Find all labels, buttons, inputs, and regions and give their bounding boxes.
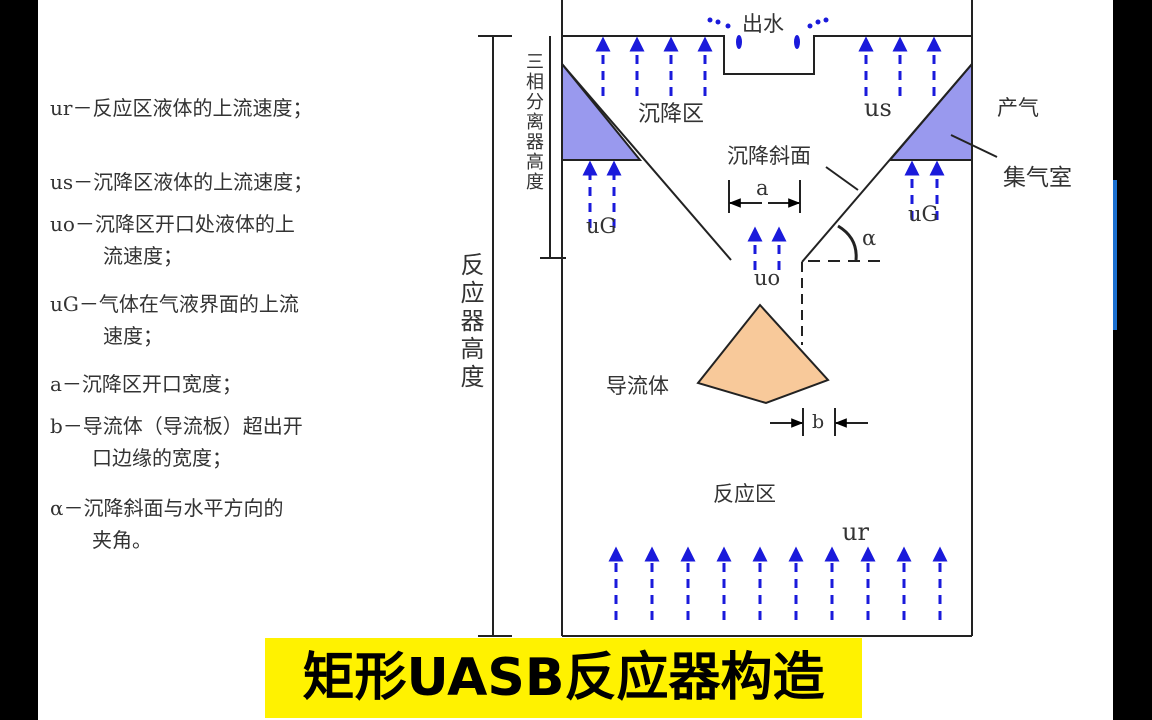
- legend-line: b－导流体（导流板）超出开: [50, 414, 303, 438]
- slope-leader-line: [825, 166, 859, 191]
- label-outlet: 出水: [742, 12, 784, 36]
- label-b: b: [812, 411, 825, 433]
- alpha-arc: [837, 224, 858, 261]
- legend-ur: ur－反应区液体的上流速度；: [50, 92, 313, 166]
- label-us: us: [864, 94, 892, 122]
- legend-ug: uG－气体在气液界面的上流速度；: [50, 288, 313, 368]
- legend-line: 口边缘的宽度；: [92, 446, 232, 470]
- label-separator-height: 三相分离器高度: [523, 52, 544, 192]
- legend-line: 夹角。: [92, 528, 152, 552]
- label-ug-left: uG: [586, 214, 617, 238]
- legend-line: us－沉降区液体的上流速度；: [50, 170, 314, 194]
- deflector: [696, 303, 830, 405]
- legend-line: uo－沉降区开口处液体的上: [50, 212, 295, 236]
- left-black-border: [0, 0, 38, 720]
- legend-a: a－沉降区开口宽度；: [50, 368, 313, 410]
- label-ug-right: uG: [908, 202, 939, 226]
- video-caption: 矩形UASB反应器构造: [265, 638, 862, 718]
- legend-line: 速度；: [103, 324, 163, 348]
- water-surface-weir: [562, 35, 972, 75]
- legend-alpha: α－沉降斜面与水平方向的夹角。: [50, 492, 313, 556]
- label-deflector: 导流体: [606, 374, 669, 398]
- legend-line: α－沉降斜面与水平方向的: [50, 496, 284, 520]
- legend-uo: uo－沉降区开口处液体的上流速度；: [50, 208, 313, 288]
- label-uo: uo: [754, 266, 781, 290]
- label-gas-production: 产气: [997, 96, 1039, 120]
- label-alpha: α: [862, 226, 877, 250]
- legend-line: uG－气体在气液界面的上流: [50, 292, 299, 316]
- settling-slope-right: [801, 63, 973, 263]
- legend-b: b－导流体（导流板）超出开口边缘的宽度；: [50, 410, 313, 492]
- label-settling-zone: 沉降区: [638, 102, 705, 127]
- legend-line: 流速度；: [103, 244, 183, 268]
- label-ur: ur: [842, 518, 869, 546]
- label-reaction-zone: 反应区: [713, 482, 776, 506]
- label-settling-slope: 沉降斜面: [727, 144, 811, 168]
- legend-line: ur－反应区液体的上流速度；: [50, 96, 313, 120]
- chamber-leader-line: [950, 134, 998, 158]
- right-black-border: [1113, 0, 1152, 720]
- settling-slope-left: [561, 63, 732, 261]
- legend: ur－反应区液体的上流速度； us－沉降区液体的上流速度； uo－沉降区开口处液…: [50, 92, 313, 556]
- label-gas-chamber: 集气室: [1003, 165, 1072, 191]
- outlet-drops: [707, 17, 829, 49]
- label-reactor-height: 反应器高度: [456, 252, 484, 392]
- label-a: a: [756, 176, 769, 200]
- legend-us: us－沉降区液体的上流速度；: [50, 166, 313, 208]
- legend-line: a－沉降区开口宽度；: [50, 372, 242, 396]
